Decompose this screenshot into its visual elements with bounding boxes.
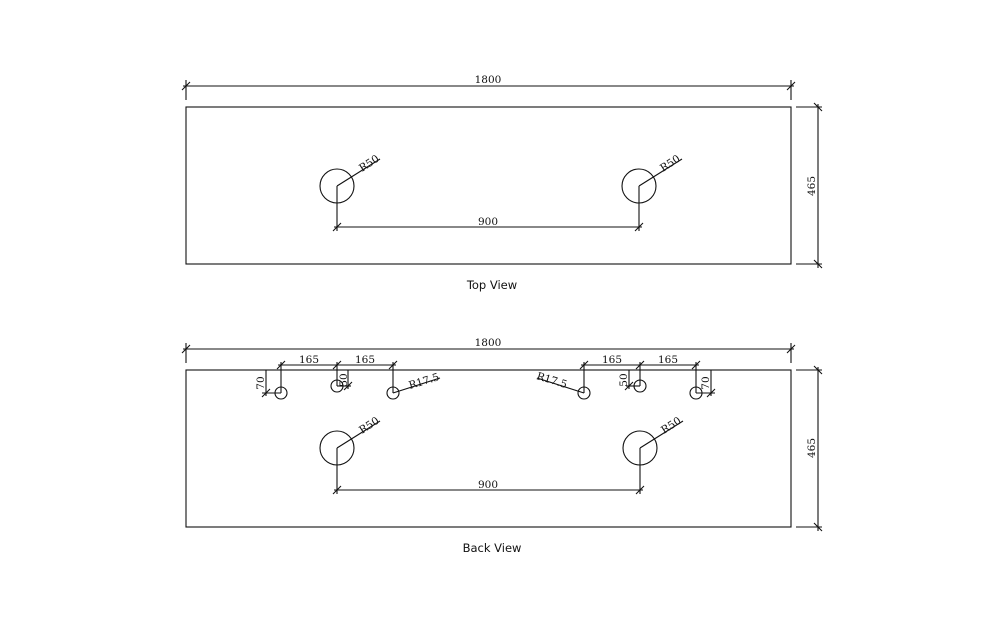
left-tap-offset-2-label: 165	[355, 354, 375, 366]
back-spacing-dimension: 900	[332, 448, 645, 495]
back-view: 1800 465 165 165	[181, 337, 823, 555]
back-depth-label: 465	[806, 438, 818, 458]
top-spacing-dimension: 900	[332, 186, 644, 232]
back-spacing-label: 900	[478, 479, 498, 491]
right-tap-offset-1-label: 165	[602, 354, 622, 366]
left-outer-depth-label: 70	[255, 376, 267, 389]
top-left-radius-label: R50	[357, 153, 381, 175]
top-slab-outline	[185, 106, 792, 265]
top-spacing-label: 900	[478, 216, 498, 228]
top-width-label: 1800	[475, 74, 502, 86]
top-depth-label: 465	[806, 176, 818, 196]
back-slab-outline	[185, 369, 792, 528]
right-outer-depth-label: 70	[700, 376, 712, 389]
left-tap-hole	[386, 386, 400, 400]
back-left-radius-label: R50	[357, 415, 381, 437]
right-inner-depth-label: 50	[618, 373, 630, 386]
back-right-hole: R50	[622, 415, 683, 466]
right-tap-offset-2-label: 165	[658, 354, 678, 366]
back-right-tap-offsets: 165 165	[579, 354, 701, 393]
back-left-tap-offsets: 165 165	[276, 354, 398, 393]
back-width-label: 1800	[475, 337, 502, 349]
top-view: 1800 465 R50 R50	[181, 74, 823, 292]
top-depth-dimension: 465	[796, 102, 823, 269]
left-tap-offset-1-label: 165	[299, 354, 319, 366]
left-small-radius-label: R17.5	[407, 371, 440, 392]
right-small-radius-label: R17.5	[535, 370, 568, 391]
top-right-hole: R50	[621, 153, 682, 204]
back-left-small-holes: 70 50 R17.5	[255, 370, 441, 400]
back-width-dimension: 1800	[181, 337, 796, 363]
back-depth-dimension: 465	[796, 365, 823, 532]
top-view-caption: Top View	[466, 278, 517, 292]
top-width-dimension: 1800	[181, 74, 796, 100]
top-left-hole: R50	[319, 153, 381, 204]
back-right-radius-label: R50	[659, 415, 683, 437]
back-view-caption: Back View	[463, 541, 522, 555]
right-tap-hole	[577, 386, 591, 400]
back-right-small-holes: R17.5 50 70	[535, 370, 716, 400]
top-right-radius-label: R50	[658, 153, 682, 175]
left-inner-depth-label: 50	[338, 373, 350, 386]
back-left-hole: R50	[319, 415, 381, 466]
